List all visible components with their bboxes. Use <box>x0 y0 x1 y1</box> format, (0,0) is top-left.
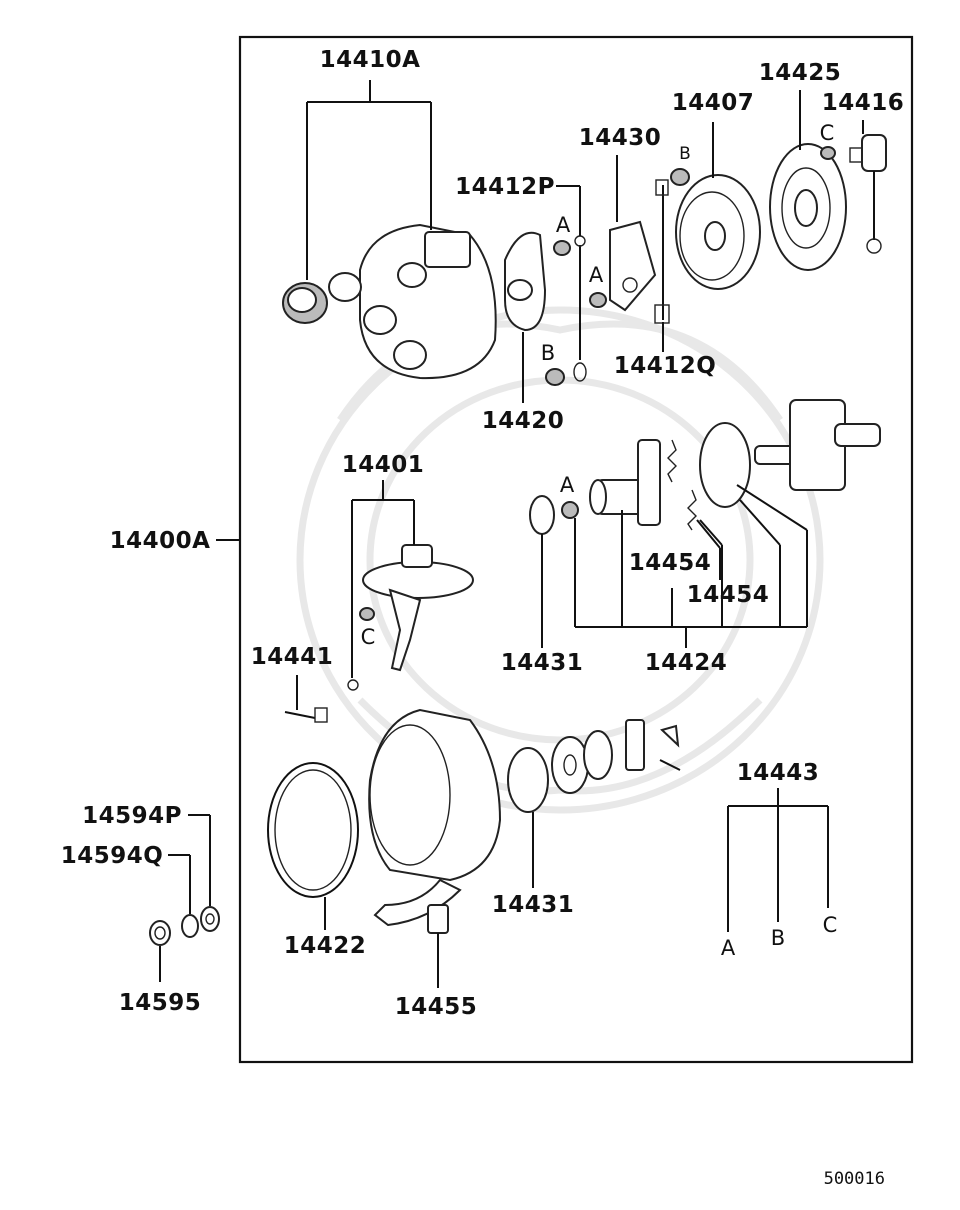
label-14420: 14420 <box>482 408 565 434</box>
label-14416: 14416 <box>822 90 905 116</box>
condenser <box>849 134 887 254</box>
breaker-plate <box>675 174 761 290</box>
label-14454-upper: 14454 <box>629 550 712 576</box>
label-14595: 14595 <box>119 990 202 1016</box>
label-14422: 14422 <box>284 933 367 959</box>
label-14594Q: 14594Q <box>61 843 164 869</box>
label-14443: 14443 <box>737 760 820 786</box>
distributor-cap <box>282 223 497 380</box>
diagram-frame <box>238 35 914 1064</box>
label-14412P: 14412P <box>455 174 555 200</box>
ground-wire-q <box>654 168 690 324</box>
letter-a-module: A <box>589 263 604 287</box>
o-ring <box>267 762 359 898</box>
letter-b-plate: B <box>679 144 691 164</box>
label-14431-upper: 14431 <box>501 650 584 676</box>
vacuum-advance-unit <box>347 544 474 691</box>
leader-lines <box>159 80 864 988</box>
label-14455: 14455 <box>395 994 478 1020</box>
part-number-labels: 14410A 14425 14407 14416 14430 14412P 14… <box>61 47 905 1020</box>
label-14424: 14424 <box>645 650 728 676</box>
label-14407: 14407 <box>672 90 755 116</box>
label-14594P: 14594P <box>82 803 182 829</box>
label-14400A: 14400A <box>110 528 211 554</box>
label-14441: 14441 <box>251 644 334 670</box>
label-14412Q: 14412Q <box>614 353 717 379</box>
letter-b-legend: B <box>771 926 785 950</box>
housing-plate <box>769 143 847 271</box>
label-14410A: 14410A <box>320 47 421 73</box>
label-14454-lower: 14454 <box>687 582 770 608</box>
rotor <box>504 231 571 386</box>
letter-a-shaft: A <box>560 473 575 497</box>
letter-c-housing: C <box>820 121 835 145</box>
fastener-letters: A A A A B B B C C C <box>361 121 838 960</box>
terminal <box>427 904 449 962</box>
letter-c-legend: C <box>823 913 838 937</box>
letter-b-rotor: B <box>541 341 555 365</box>
letter-c-vacuum: C <box>361 625 376 649</box>
governor-shaft-assembly <box>529 399 881 535</box>
letter-a-legend: A <box>721 936 736 960</box>
clip <box>284 707 328 723</box>
label-14431-lower: 14431 <box>492 892 575 918</box>
label-14430: 14430 <box>579 125 662 151</box>
letter-a-rotor: A <box>556 213 571 237</box>
distributor-housing <box>368 708 681 927</box>
nut-and-washers <box>149 906 220 946</box>
ground-wire-p <box>573 235 587 382</box>
ignitor-module <box>589 220 657 312</box>
label-14425: 14425 <box>759 60 842 86</box>
diagram-code: 500016 <box>824 1169 885 1189</box>
label-14401: 14401 <box>342 452 425 478</box>
watermark-emblem <box>296 306 824 814</box>
